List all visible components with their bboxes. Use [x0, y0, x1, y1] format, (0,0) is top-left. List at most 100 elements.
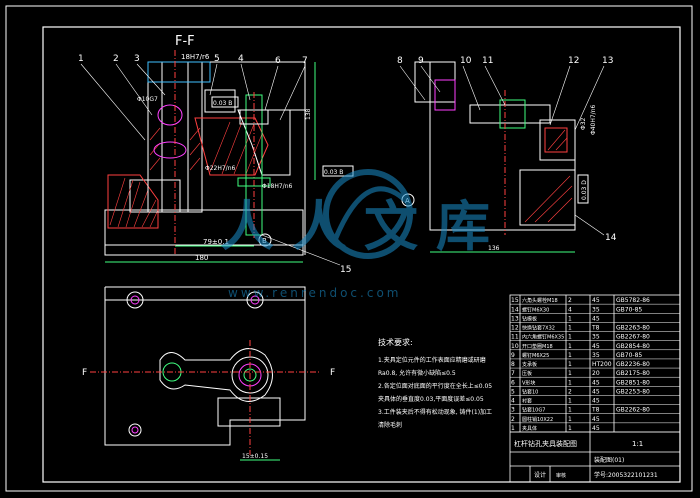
bom-cell: 7 — [511, 370, 515, 377]
datum-b-label: B — [262, 237, 267, 245]
bom-cell: GB2253-80 — [616, 388, 650, 395]
tech-notes-title: 技术要求: — [378, 337, 413, 347]
dim-phi32: Φ32 — [580, 117, 587, 130]
title-block-check: 审核 — [556, 472, 566, 479]
dim-flatness-b: 0.03 B — [324, 169, 343, 176]
bom-cell: 钻套10 — [522, 388, 538, 395]
bom-cell: T8 — [591, 325, 600, 332]
svg-text:14: 14 — [605, 233, 617, 243]
bom-cell: 快换钻套7X32 — [522, 325, 555, 332]
bom-cell: 1 — [568, 425, 572, 432]
bom-cell: 1 — [568, 334, 572, 341]
tech-note-line: Ra0.8, 允许有微小缺陷≤0.5 — [378, 369, 456, 377]
dim-136: 136 — [488, 245, 500, 252]
tech-notes: 1.夹具定位元件的工作表面应精磨或研磨 Ra0.8, 允许有微小缺陷≤0.5 2.… — [378, 356, 492, 429]
bom-cell: 45 — [592, 379, 600, 386]
bom-cell: 1 — [568, 416, 572, 423]
callouts-side: 8 9 10 11 12 13 14 — [397, 56, 617, 243]
svg-text:1: 1 — [78, 54, 84, 64]
bom-cell: 35 — [592, 306, 600, 313]
svg-text:10: 10 — [460, 56, 472, 66]
section-arrow-right: F — [330, 368, 335, 378]
bom-cell: 压板 — [522, 370, 532, 377]
bom-cell: V形块 — [522, 379, 535, 386]
bom-cell: 六角头螺栓M18 — [522, 297, 558, 304]
svg-text:13: 13 — [602, 56, 613, 66]
top-view — [90, 286, 320, 461]
bom-cell: 开口垫圈M18 — [522, 343, 553, 350]
bom-cell: 45 — [592, 388, 600, 395]
svg-text:3: 3 — [134, 54, 140, 64]
bom-cell: 2 — [511, 416, 515, 423]
svg-text:9: 9 — [418, 56, 424, 66]
dim-flatness-a: 0.03 B — [213, 100, 232, 107]
title-block-student: 学号:2005322101231 — [594, 471, 658, 479]
front-view-section: F-F — [104, 34, 354, 263]
tech-note-line: 清除毛刺 — [378, 421, 402, 429]
title-block-design: 设计 — [534, 471, 546, 479]
dim-180: 180 — [195, 254, 208, 262]
bom-cell: 3 — [511, 407, 515, 414]
dim-phi10g7: Φ10G7 — [137, 96, 158, 103]
bom-cell: 13 — [511, 315, 519, 322]
bom-cell: 35 — [592, 334, 600, 341]
inner-border — [42, 26, 681, 483]
bom-cell: 1 — [511, 425, 515, 432]
svg-text:7: 7 — [302, 56, 308, 66]
svg-text:4: 4 — [238, 54, 244, 64]
section-title: F-F — [175, 34, 195, 49]
bom-cell: 45 — [592, 416, 600, 423]
bom-cell: 35 — [592, 352, 600, 359]
bom-cell: 夹具体 — [522, 425, 537, 432]
title-block-drawing-no: 装配图(01) — [594, 456, 624, 464]
bom-cell: 15 — [511, 297, 519, 304]
dim-fit-top: 18H7/r6 — [181, 53, 210, 61]
tech-note-line: 1.夹具定位元件的工作表面应精磨或研磨 — [378, 356, 486, 364]
bom-cell: 12 — [511, 325, 519, 332]
bom-cell: GB2262-80 — [616, 407, 650, 414]
bom-cell: 9 — [511, 352, 515, 359]
bom-cell: HT200 — [592, 361, 612, 368]
bom-cell: 45 — [592, 297, 600, 304]
dim-79: 79±0.1 — [203, 238, 229, 246]
svg-text:6: 6 — [275, 56, 281, 66]
leader-lines-side — [399, 65, 605, 236]
callouts-front: 1 2 3 5 4 6 7 15 — [78, 54, 351, 275]
bom-cell: 1 — [568, 325, 572, 332]
side-view — [414, 61, 589, 253]
bom-cell: GB70-85 — [616, 352, 642, 359]
svg-text:5: 5 — [214, 54, 220, 64]
bom-cell: 4 — [568, 306, 572, 313]
dim-phi18: Φ18H7/n6 — [262, 183, 293, 190]
bom-cell: GB2263-80 — [616, 325, 650, 332]
bom-cell: 4 — [511, 398, 515, 405]
svg-text:12: 12 — [568, 56, 579, 66]
bom-cell: GB2175-80 — [616, 370, 650, 377]
section-arrow-left: F — [82, 368, 87, 378]
dim-phi22: Φ22H7/n6 — [205, 165, 236, 172]
title-block-scale: 1:1 — [632, 440, 643, 448]
bom-cell: GB2851-80 — [616, 379, 650, 386]
bom-cell: 支承板 — [522, 361, 537, 368]
bom-cell: T8 — [591, 407, 600, 414]
bom-cell: 1 — [568, 370, 572, 377]
bom-cell: GB2854-80 — [616, 343, 650, 350]
bom-cell: 螺钉M6X30 — [522, 306, 549, 313]
svg-text:8: 8 — [397, 56, 403, 66]
bom-cell: GB2267-80 — [616, 334, 650, 341]
dim-15: 15±0.15 — [242, 453, 268, 460]
bom-cell: 10 — [511, 343, 519, 350]
bom-cell: 内六角螺钉M6X35 — [522, 334, 564, 341]
bom-cell: 45 — [592, 398, 600, 405]
bom-cell: 1 — [568, 315, 572, 322]
bom-cell: GB5782-86 — [616, 297, 650, 304]
datum-b-marker — [258, 233, 272, 247]
tech-note-line: 2.各定位面对底面的平行度在全长上≤0.05 — [378, 382, 492, 390]
bom-cell: 45 — [592, 315, 600, 322]
dim-phi40: Φ40H7/n6 — [590, 104, 597, 135]
bom-cell: 20 — [592, 370, 600, 377]
title-block-name: 杠杆钻孔夹具装配图 — [514, 439, 577, 448]
bom-cell: 2 — [568, 297, 572, 304]
